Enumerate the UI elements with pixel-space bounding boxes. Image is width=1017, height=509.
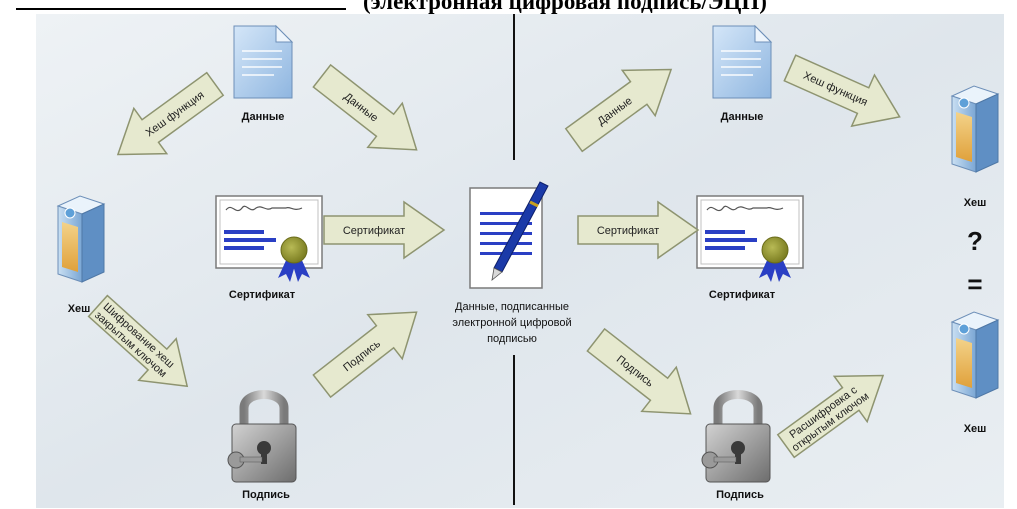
arrow-certificate-verify: Сертификат <box>577 201 699 259</box>
data-document-icon <box>233 25 293 99</box>
center-label-line2: электронной цифровой <box>452 317 571 329</box>
center-label-line1: Данные, подписанные <box>455 301 569 313</box>
signing-signature-label: Подпись <box>242 489 290 501</box>
arrow-certificate-signing: Сертификат <box>323 201 445 259</box>
svg-text:Сертификат: Сертификат <box>343 225 405 237</box>
equals-sign: = <box>967 269 982 299</box>
title-bar: (электронная цифровая подпись/ЭЦП) <box>8 0 1002 14</box>
signing-hash-label: Хеш <box>68 303 91 315</box>
question-mark: ? <box>967 226 983 256</box>
verify-hash-top-icon <box>951 85 999 173</box>
title-underline <box>16 8 346 10</box>
hash-icon <box>57 195 105 283</box>
signing-data-label: Данные <box>242 111 285 123</box>
verify-data-label: Данные <box>721 111 764 123</box>
verify-hash-bottom-label: Хеш <box>964 423 987 435</box>
verify-signature-label: Подпись <box>716 489 764 501</box>
page-title: (электронная цифровая подпись/ЭЦП) <box>363 0 767 14</box>
verify-hash-top-label: Хеш <box>964 197 987 209</box>
verify-certificate-label: Сертификат <box>709 289 776 301</box>
signed-document-icon <box>469 181 549 289</box>
center-label-line3: подписью <box>487 333 537 345</box>
verify-hash-bottom-icon <box>951 311 999 399</box>
svg-text:Сертификат: Сертификат <box>597 225 659 237</box>
signing-certificate-label: Сертификат <box>229 289 296 301</box>
verify-data-document-icon <box>712 25 772 99</box>
